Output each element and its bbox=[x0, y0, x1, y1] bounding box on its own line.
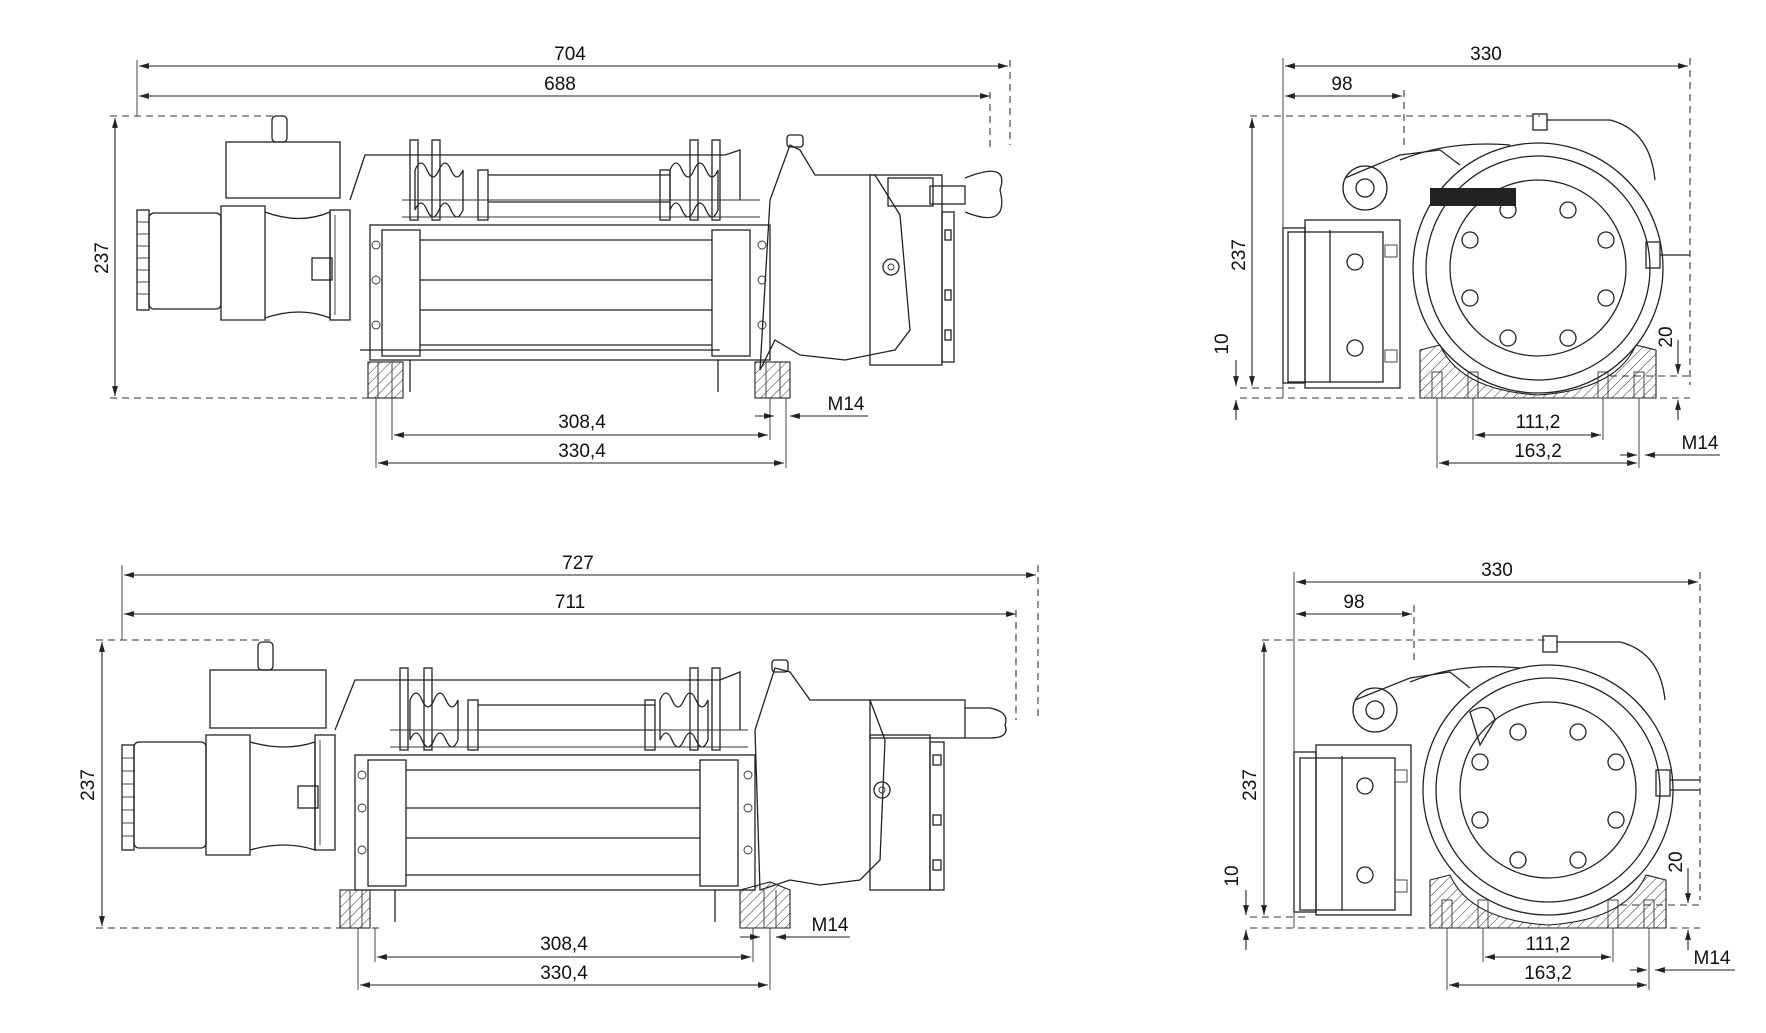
dim-bolt: M14 bbox=[812, 915, 849, 936]
front-view-bottom: 330 98 237 10 20 bbox=[1222, 560, 1735, 990]
dim-foot-height: 20 bbox=[1666, 851, 1687, 872]
dim-base-height: 10 bbox=[1222, 865, 1243, 886]
dim-drum-length: 711 bbox=[555, 592, 585, 613]
dim-base-height: 10 bbox=[1212, 333, 1233, 354]
gearbox bbox=[759, 134, 1003, 371]
dim-width: 330 bbox=[1481, 560, 1513, 581]
hydraulic-motor bbox=[136, 115, 351, 321]
gearbox bbox=[754, 659, 1007, 891]
dim-overall-length: 727 bbox=[562, 553, 594, 574]
dim-bolt: M14 bbox=[1694, 948, 1731, 969]
dim-bolt: M14 bbox=[828, 394, 865, 415]
dim-height: 237 bbox=[1229, 239, 1250, 271]
dim-bolt: M14 bbox=[1682, 433, 1719, 454]
dim-hole-outer: 163,2 bbox=[1514, 441, 1562, 462]
front-view-top: 330 98 237 10 20 bbox=[1212, 44, 1720, 468]
dim-width: 330 bbox=[1470, 44, 1502, 65]
dim-offset: 98 bbox=[1331, 74, 1352, 95]
winch-drum bbox=[334, 667, 756, 922]
dim-height: 237 bbox=[78, 769, 99, 801]
hydraulic-motor bbox=[121, 641, 336, 856]
dim-overall-length: 704 bbox=[554, 44, 586, 65]
dim-height: 237 bbox=[1240, 769, 1261, 801]
dim-hole-inner: 111,2 bbox=[1516, 412, 1561, 433]
dim-height: 237 bbox=[92, 242, 113, 274]
base-plate bbox=[360, 349, 791, 399]
dim-drum-length: 688 bbox=[544, 74, 576, 95]
dim-base-inner: 308,4 bbox=[558, 412, 606, 433]
dim-base-outer: 330,4 bbox=[540, 963, 588, 984]
dim-foot-height: 20 bbox=[1656, 326, 1677, 347]
side-view-top: 704 688 237 bbox=[92, 44, 1011, 468]
dim-hole-inner: 111,2 bbox=[1526, 934, 1571, 955]
side-view-bottom: 727 711 237 bbox=[78, 553, 1039, 990]
dim-base-inner: 308,4 bbox=[540, 934, 588, 955]
base-plate bbox=[339, 881, 791, 929]
dim-offset: 98 bbox=[1343, 592, 1364, 613]
dim-base-outer: 330,4 bbox=[558, 441, 606, 462]
winch-drum bbox=[349, 139, 771, 392]
dim-hole-outer: 163,2 bbox=[1524, 963, 1572, 984]
